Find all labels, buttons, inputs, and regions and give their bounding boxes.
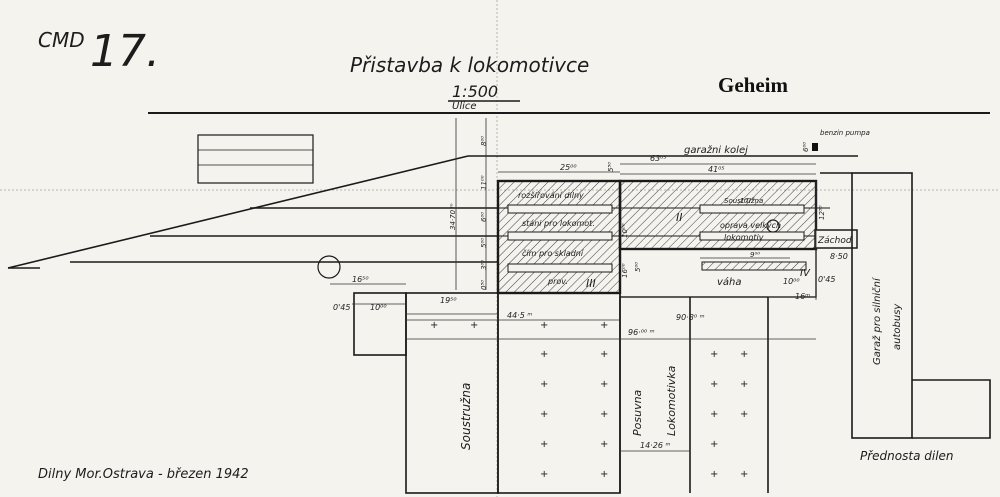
siding-rect-1 [197,134,314,184]
shed-room-1: rozšiřování dilny [518,190,584,200]
svg-text:+: + [540,379,548,390]
dim-1426: 14·26 ᵐ [640,441,670,450]
svg-text:+: + [430,320,438,331]
dim-1000: 10⁰⁰ [370,303,387,312]
svg-text:+: + [540,320,548,331]
roman-numeral-3: III [586,277,596,290]
east-room-2: lokomotiv [724,233,764,242]
garage-track-label: garažni kolej [684,144,748,156]
grid-markers: + + + + + + + + + + + + + + + + + + + + + + + [430,320,748,480]
dim-6: 6⁰⁰ [480,212,488,222]
svg-text:+: + [540,469,548,480]
turntable-marker [317,255,341,279]
svg-text:+: + [470,320,478,331]
svg-text:+: + [710,409,718,420]
traverser-label: Posuvna [631,389,644,436]
svg-text:+: + [600,379,608,390]
svg-text:+: + [600,409,608,420]
bus-garage-label-1: Garaž pro silniční [871,277,883,365]
locomotive-shed-extension [496,143,858,298]
svg-text:+: + [540,409,548,420]
dim-050: 0⁵⁰ [480,280,488,290]
dim-550: 5⁵⁰ [607,162,615,172]
dim-6b: 6⁰⁰ [802,142,810,152]
svg-text:+: + [600,320,608,331]
dim-3: 3⁰⁰ [480,260,488,270]
svg-text:+: + [600,349,608,360]
dim-96: 96·⁰⁰ ᵐ [628,328,655,337]
svg-text:+: + [740,469,748,480]
bus-garage-label-2: autobusy [892,303,903,350]
dim-850: 8·50 [830,252,848,261]
classification-stamp: Geheim [718,73,788,97]
dim-16a: 16⁰⁰ [621,263,629,278]
drawing-code: CMD [38,28,85,52]
svg-text:+: + [740,349,748,360]
roman-numeral-4: IV [800,268,811,279]
shed-room-4: prov. [547,277,568,286]
dimension-lines [330,118,817,452]
shed-room-2: stáni pro lokomot. [522,219,595,228]
svg-text:+: + [540,349,548,360]
locomotive-shed-label: Lokomotivka [665,365,678,436]
turnery-label: Soustružna [459,383,473,450]
scale-house-label: váha [717,276,742,288]
dim-6305: 63⁰⁵ [650,154,667,163]
drawing-number: 17. [90,26,160,77]
drawing-title: Přistavba k lokomotivce [350,53,589,77]
east-room-1: oprava velkých [720,221,781,230]
dim-5: 5⁰⁰ [480,238,488,248]
dim-045b: 0'45 [818,275,835,284]
petrol-pump-label: benzin pumpa [820,129,870,137]
svg-text:+: + [600,439,608,450]
dim-4105: 41⁰⁵ [708,165,725,174]
svg-text:+: + [710,379,718,390]
drawing-scale: 1:500 [452,82,498,101]
dim-8: 8⁰⁰ [480,136,488,146]
svg-text:+: + [710,349,718,360]
toilet-label: Záchod [817,236,852,246]
footer-signature: Přednosta dilen [860,449,954,463]
dim-1000b: 10⁰⁰ [783,277,800,286]
dim-1650: 16⁵⁰ [352,275,369,284]
lower-buildings [353,172,991,494]
dim-25: 25⁰⁰ [560,163,577,172]
footer-workshop-date: Dilny Mor.Ostrava - březen 1942 [38,467,249,482]
svg-text:+: + [600,469,608,480]
street-label: Ulice [452,101,477,112]
svg-text:+: + [740,409,748,420]
dim-11: 11⁰⁰ [480,175,488,190]
svg-text:+: + [710,439,718,450]
dim-10a: 10⁰⁰ [621,223,629,238]
dim-900: 9⁰⁰ [750,251,760,259]
dim-5b: 5⁰⁰ [634,262,642,272]
dim-16: 16ᵐ [795,292,810,301]
dim-1950: 19⁵⁰ [440,296,457,305]
dim-445: 44·5 ᵐ [507,311,532,320]
roman-numeral-2: II [676,211,683,224]
east-room-3: Soustružna [724,197,763,205]
svg-text:+: + [710,469,718,480]
dim-9080: 90·8⁰ ᵐ [676,313,705,322]
svg-text:+: + [740,379,748,390]
svg-text:+: + [540,439,548,450]
dim-1250: 12⁵⁰ [818,205,826,220]
dim-3470: 34·70 ᵐ [449,203,457,230]
shed-room-3: čím pro skladní [522,248,585,258]
dim-1750: 17⁵⁰ [740,197,755,205]
dim-045: 0'45 [333,303,350,312]
